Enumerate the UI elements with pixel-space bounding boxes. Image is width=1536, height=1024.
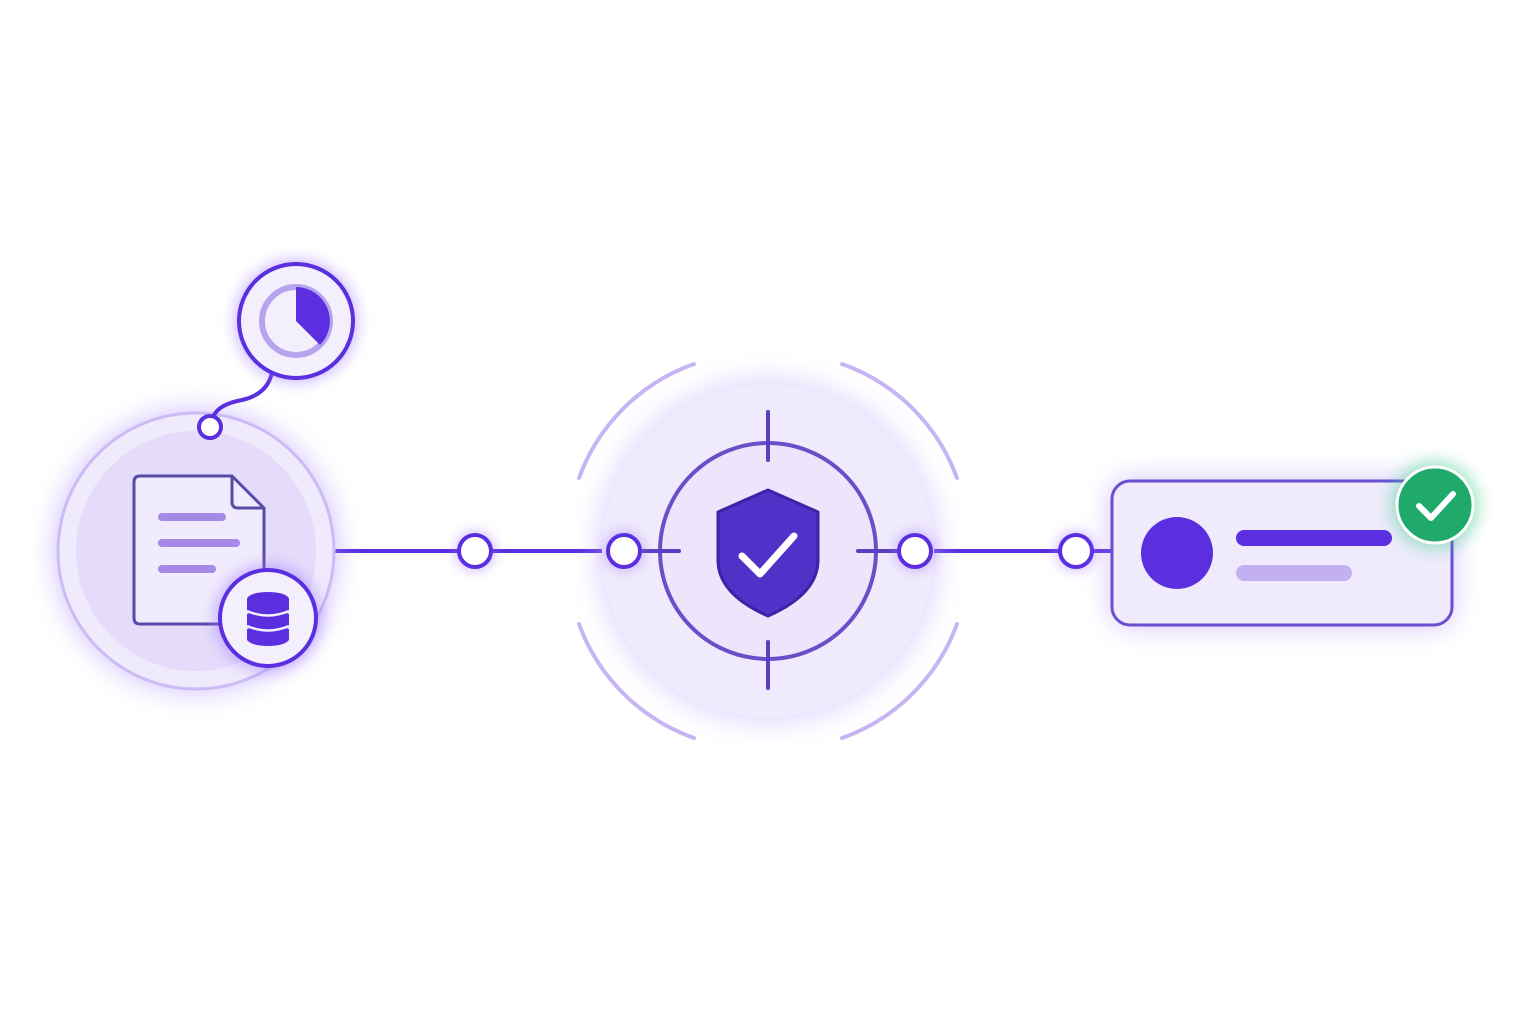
shield-check-icon xyxy=(716,488,820,618)
connector-node xyxy=(1058,533,1094,569)
pie-connector-node xyxy=(197,414,223,440)
avatar xyxy=(1141,517,1213,589)
source-step xyxy=(56,261,356,691)
result-step xyxy=(1110,461,1479,627)
connector-node xyxy=(897,533,933,569)
database-icon xyxy=(216,566,320,670)
pie-connector xyxy=(197,370,274,440)
pie-chart-icon xyxy=(236,261,356,381)
verify-arcs xyxy=(577,362,959,740)
profile-card-icon xyxy=(1110,479,1454,627)
success-check-icon xyxy=(1391,461,1479,549)
verify-step xyxy=(577,362,959,740)
connector-nodes xyxy=(455,531,1096,571)
connector-node xyxy=(606,533,642,569)
crosshair-ticks xyxy=(638,410,899,690)
connector-node xyxy=(457,533,493,569)
